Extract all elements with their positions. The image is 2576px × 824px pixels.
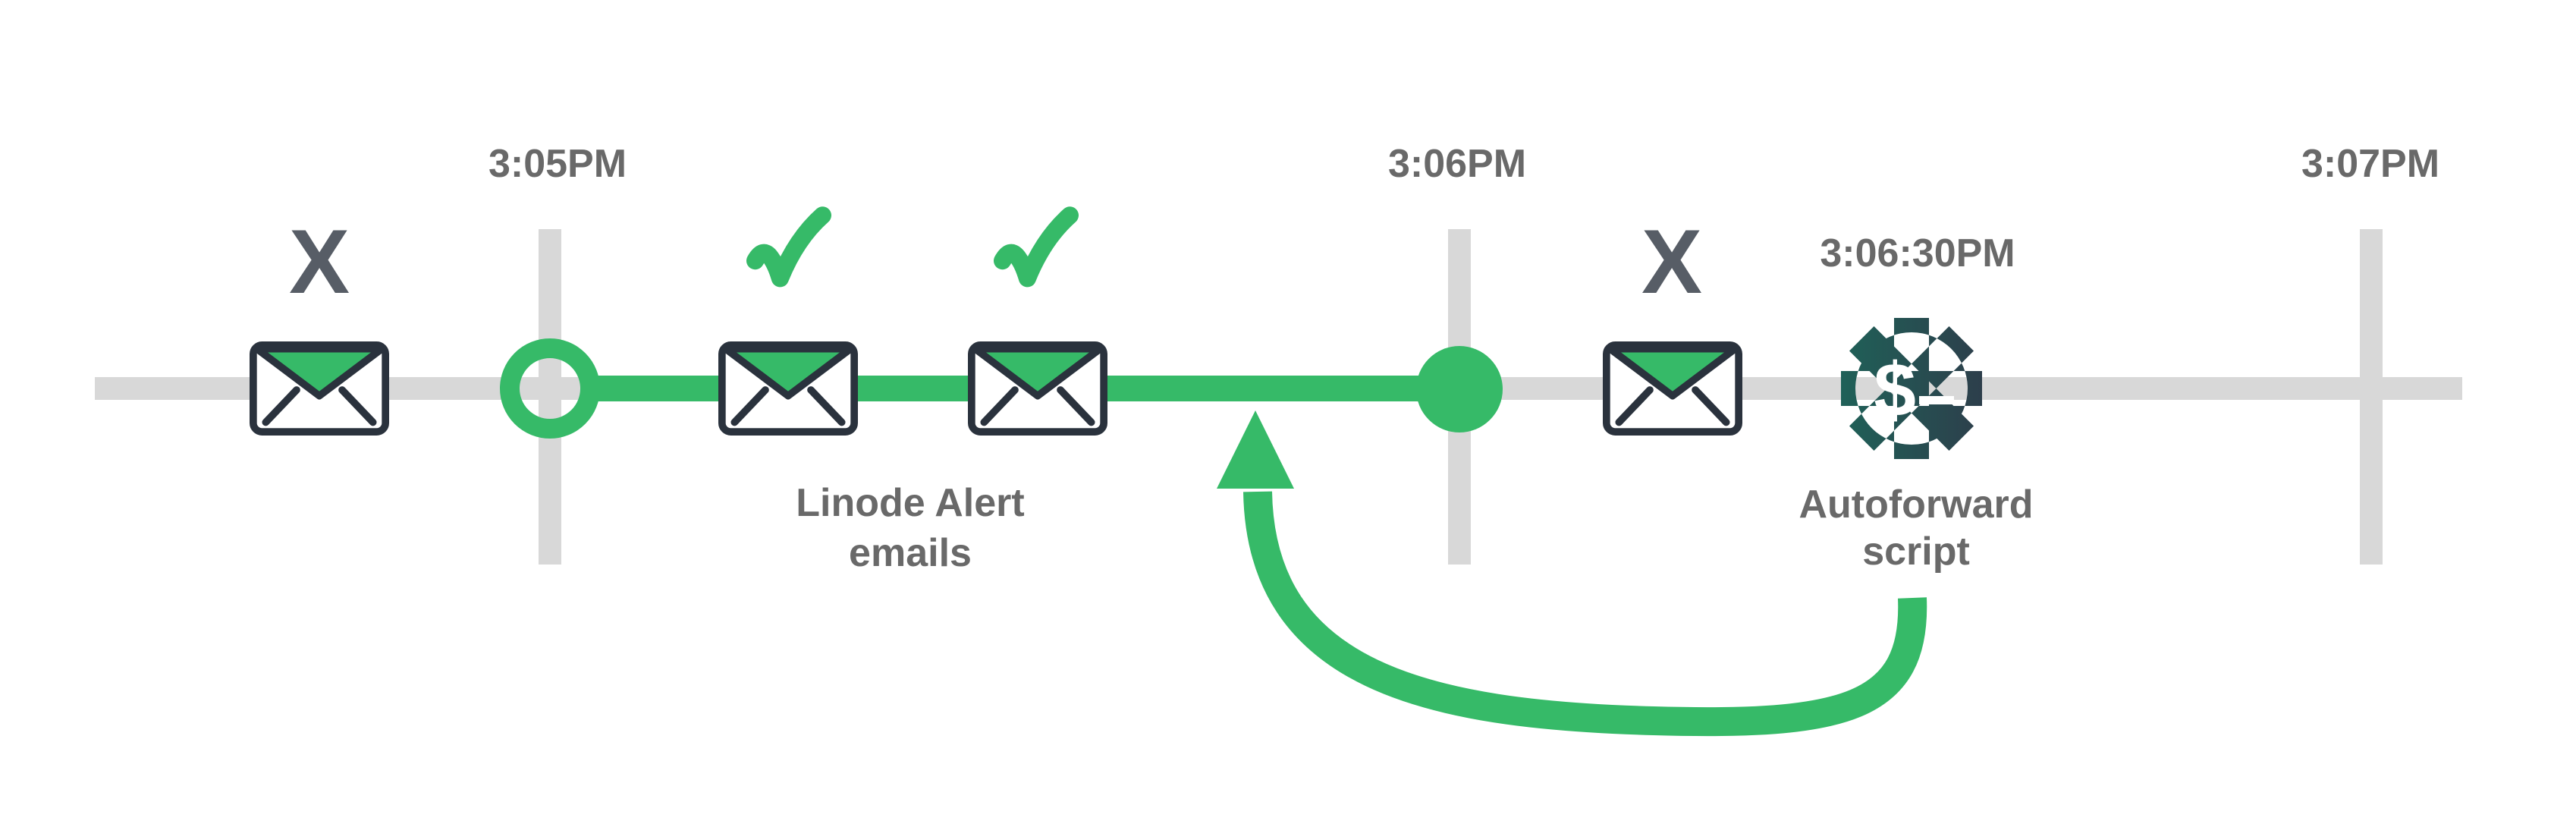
- envelope-icon: [722, 345, 854, 432]
- caption-linode-alert-emails: Linode Alert emails: [796, 478, 1024, 578]
- dollar-prompt-glyph: $: [1874, 348, 1916, 432]
- check-icon: [1003, 215, 1070, 278]
- envelope-icon: [972, 345, 1104, 432]
- caption-autoforward-script: Autoforward script: [1798, 481, 2033, 575]
- x-mark: X: [288, 211, 350, 313]
- timeline-ring-marker: [500, 338, 600, 439]
- envelope-icon: [253, 345, 385, 432]
- caption-line: Linode Alert: [796, 481, 1025, 525]
- envelope-icon: [1607, 345, 1739, 432]
- event-time-label: 3:06:30PM: [1820, 231, 2015, 275]
- prompt-underscore: [1919, 396, 1954, 404]
- tick-label-3-06pm: 3:06PM: [1387, 142, 1527, 186]
- timeline-dot-marker: [1416, 346, 1503, 432]
- tick-label-3-07pm: 3:07PM: [2301, 142, 2440, 186]
- loop-arrow-icon: [1217, 410, 1927, 737]
- tick-label-3-05pm: 3:05PM: [488, 142, 627, 186]
- caption-line: script: [1862, 530, 1970, 574]
- caption-line: emails: [849, 531, 972, 575]
- gear-terminal-icon: $: [1841, 318, 1982, 459]
- x-mark: X: [1641, 211, 1703, 313]
- check-icon: [756, 215, 823, 278]
- caption-line: Autoforward: [1798, 483, 2034, 527]
